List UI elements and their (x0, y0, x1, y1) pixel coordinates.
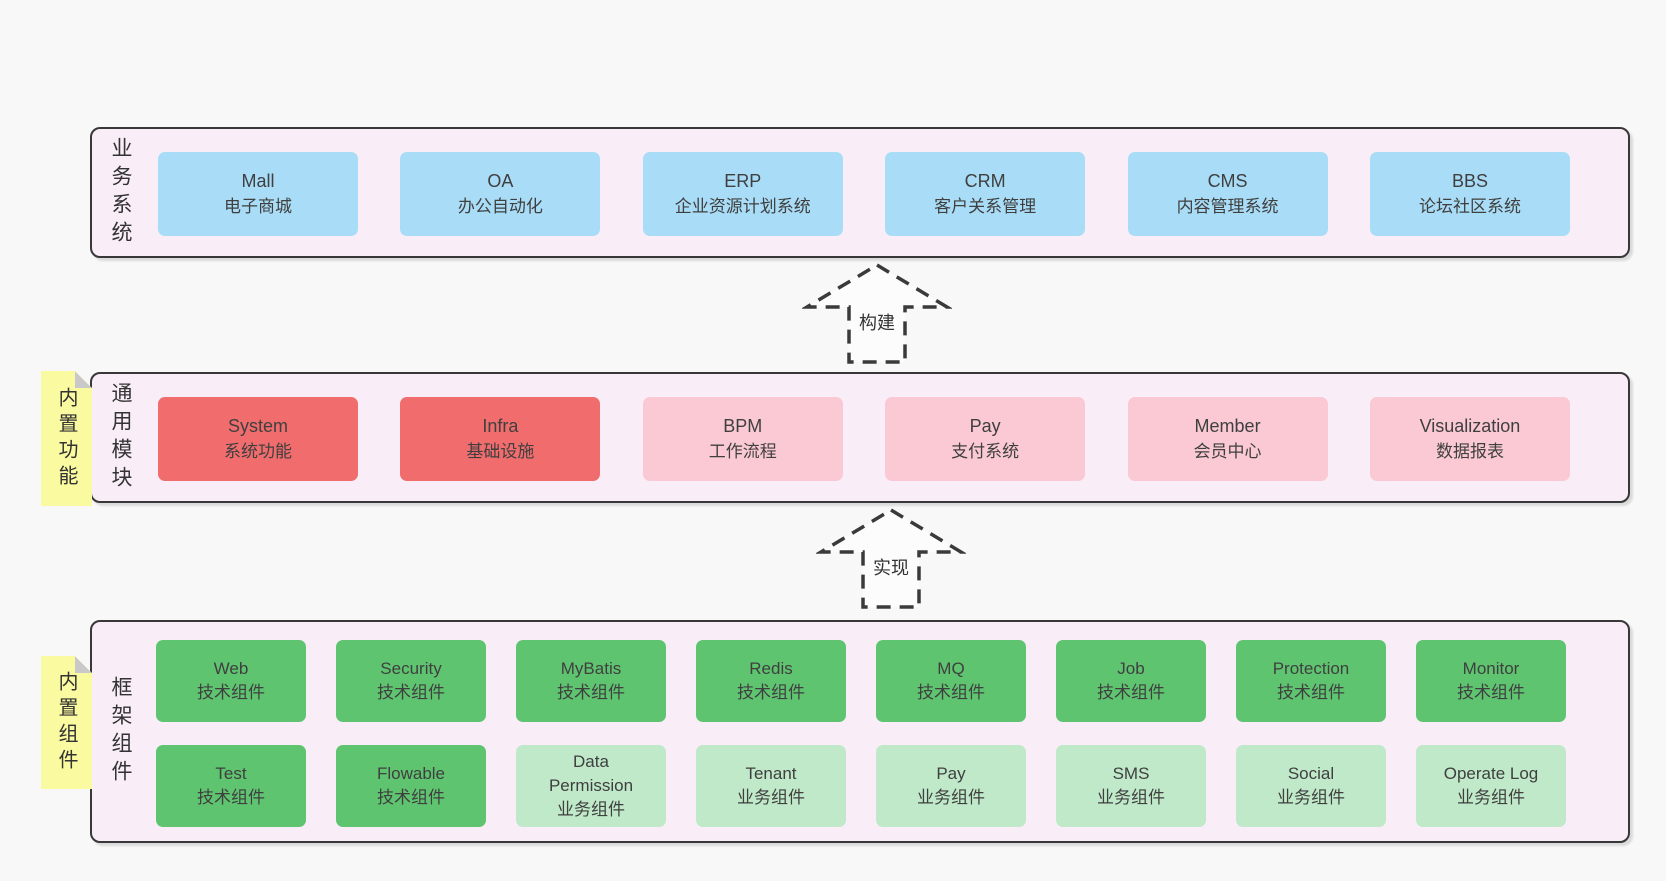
node-monitor: Monitor 技术组件 (1416, 640, 1566, 722)
business-node-row: Mall 电子商城 OA 办公自动化 ERP 企业资源计划系统 CRM 客户关系… (92, 152, 1628, 236)
layer-common-modules: 内置功能 通用模块 System 系统功能 Infra 基础设施 BPM 工作流… (90, 372, 1630, 503)
framework-node-row-1: Web 技术组件 Security 技术组件 MyBatis 技术组件 Redi… (92, 640, 1628, 722)
node-bpm: BPM 工作流程 (642, 397, 843, 481)
node-pay-module: Pay 支付系统 (885, 397, 1086, 481)
layer-modules-label: 通用模块 (109, 381, 132, 494)
build-arrow: 构建 (802, 261, 952, 366)
sticky-built-in-functions-label: 内置功能 (55, 386, 77, 491)
sticky-built-in-components-label: 内置组件 (55, 670, 77, 775)
node-infra: Infra 基础设施 (400, 397, 601, 481)
node-pay-component: Pay 业务组件 (876, 745, 1026, 827)
sticky-built-in-functions: 内置功能 (41, 371, 92, 506)
node-erp: ERP 企业资源计划系统 (642, 152, 843, 236)
node-web: Web 技术组件 (156, 640, 306, 722)
node-cms: CMS 内容管理系统 (1127, 152, 1328, 236)
implement-arrow-label: 实现 (870, 553, 912, 580)
node-system: System 系统功能 (158, 397, 358, 481)
node-mq: MQ 技术组件 (876, 640, 1026, 722)
layer-business-systems: 业务系统 Mall 电子商城 OA 办公自动化 ERP 企业资源计划系统 CRM… (90, 127, 1630, 258)
folded-corner-icon (75, 371, 92, 388)
node-operate-log: Operate Log 业务组件 (1416, 745, 1566, 827)
node-job: Job 技术组件 (1056, 640, 1206, 722)
framework-node-row-2: Test 技术组件 Flowable 技术组件 Data Permission … (92, 745, 1628, 827)
modules-node-row: System 系统功能 Infra 基础设施 BPM 工作流程 Pay 支付系统… (92, 397, 1628, 481)
node-data-permission: Data Permission 业务组件 (516, 745, 666, 827)
node-oa: OA 办公自动化 (400, 152, 601, 236)
implement-arrow: 实现 (816, 506, 966, 611)
node-bbs: BBS 论坛社区系统 (1369, 152, 1570, 236)
node-visualization: Visualization 数据报表 (1369, 397, 1570, 481)
node-mybatis: MyBatis 技术组件 (516, 640, 666, 722)
sticky-built-in-components: 内置组件 (41, 656, 92, 789)
build-arrow-label: 构建 (856, 308, 898, 335)
node-test: Test 技术组件 (156, 745, 306, 827)
node-member: Member 会员中心 (1127, 397, 1328, 481)
node-flowable: Flowable 技术组件 (336, 745, 486, 827)
node-tenant: Tenant 业务组件 (696, 745, 846, 827)
node-social: Social 业务组件 (1236, 745, 1386, 827)
node-protection: Protection 技术组件 (1236, 640, 1386, 722)
node-security: Security 技术组件 (336, 640, 486, 722)
node-sms: SMS 业务组件 (1056, 745, 1206, 827)
layer-framework-components: 内置组件 框架组件 Web 技术组件 Security 技术组件 MyBatis… (90, 620, 1630, 843)
node-mall: Mall 电子商城 (158, 152, 358, 236)
node-redis: Redis 技术组件 (696, 640, 846, 722)
layer-framework-label: 框架组件 (109, 675, 132, 788)
layer-business-label: 业务系统 (109, 136, 132, 249)
folded-corner-icon (75, 656, 92, 673)
node-crm: CRM 客户关系管理 (885, 152, 1086, 236)
